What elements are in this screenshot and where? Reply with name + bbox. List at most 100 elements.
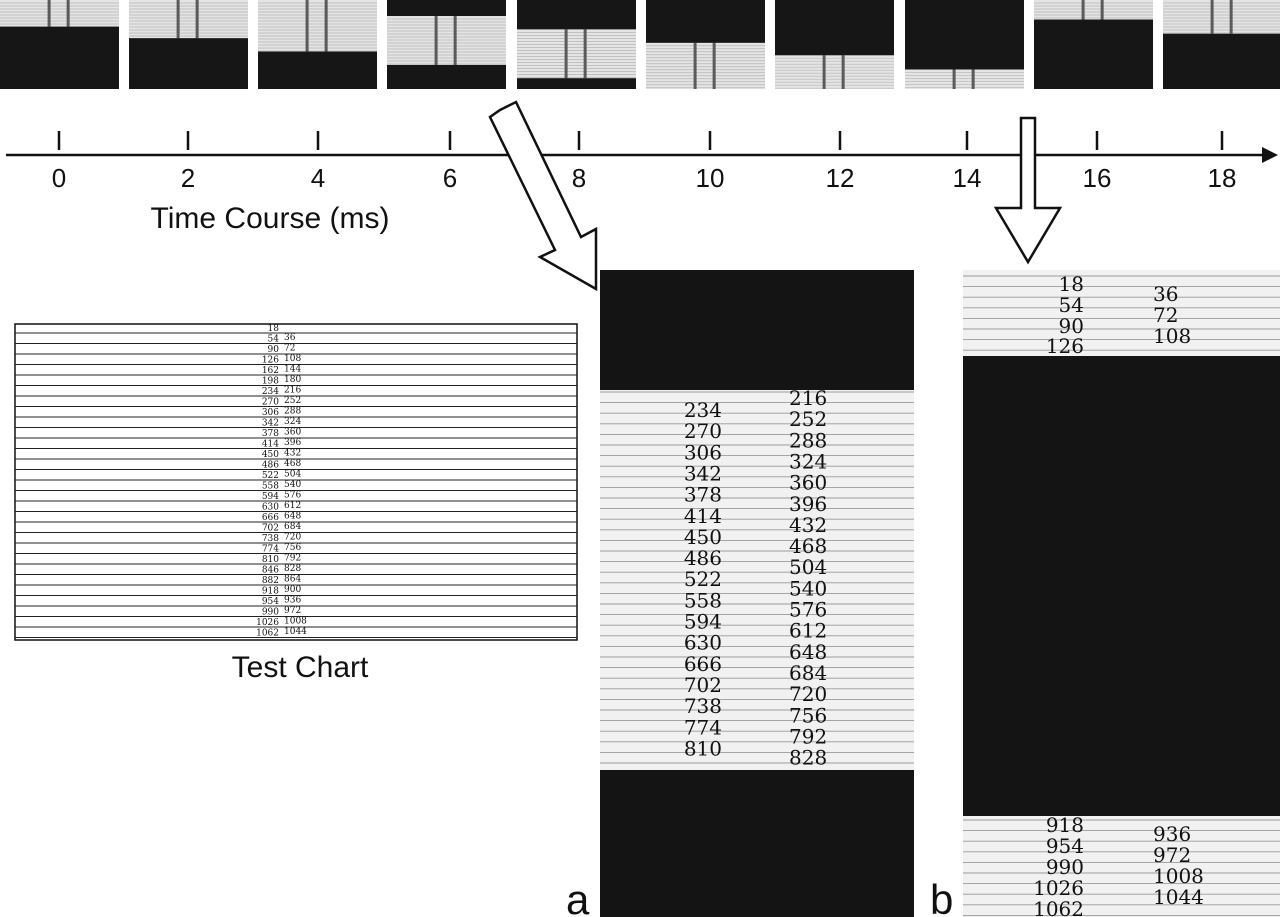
frame-18ms	[1163, 0, 1280, 89]
panel-a-left-number: 234	[684, 398, 722, 422]
frame-black-band	[1034, 19, 1153, 82]
frame-number-column	[305, 0, 309, 52]
test-chart-right-number: 540	[284, 480, 301, 490]
timeline-tick-label: 2	[181, 163, 195, 193]
panel-a-right-number: 252	[789, 407, 827, 431]
test-chart: 1854901261621982342703063423784144504865…	[14, 323, 578, 684]
frame-number-column	[822, 55, 826, 89]
test-chart-left-number: 18	[268, 324, 280, 334]
panel-a-left-number: 702	[684, 673, 722, 697]
panel-a-right-number: 756	[789, 703, 827, 727]
panel-a-right-number: 792	[789, 724, 827, 748]
frame-white-region	[0, 0, 119, 27]
test-chart-right-number: 612	[284, 501, 301, 511]
frame-number-column	[176, 0, 180, 39]
test-chart-left-number: 918	[262, 587, 279, 597]
timeline-tick-label: 12	[826, 163, 855, 193]
test-chart-right-number: 576	[284, 491, 301, 501]
test-chart-left-number: 450	[262, 450, 279, 460]
panel-a-label: a	[566, 876, 590, 917]
panel-b-lines	[963, 275, 1280, 916]
frame-number-column	[324, 0, 328, 52]
frame-number-column	[952, 69, 956, 89]
test-chart-right-number: 468	[284, 459, 301, 469]
test-chart-numbers: 1854901261621982342703063423784144504865…	[256, 324, 307, 639]
panel-b-top-left-number: 18	[1059, 272, 1084, 296]
test-chart-left-number: 342	[262, 419, 279, 429]
frame-number-column	[1081, 0, 1085, 20]
timeline-arrowhead	[1262, 147, 1278, 163]
panel-a-right-number: 648	[789, 640, 827, 664]
test-chart-left-number: 846	[262, 566, 279, 576]
test-chart-left-number: 270	[262, 398, 279, 408]
test-chart-left-number: 1026	[256, 618, 279, 628]
panel-a-right-number: 396	[789, 492, 827, 516]
test-chart-right-number: 900	[284, 585, 301, 595]
test-chart-left-number: 774	[262, 545, 279, 555]
panel-a-right-number: 324	[789, 449, 827, 473]
frame-white-region	[129, 0, 248, 39]
frame-strip	[0, 0, 1280, 89]
frame-number-column	[195, 0, 199, 39]
timeline-tick-label: 0	[52, 163, 66, 193]
test-chart-left-number: 630	[262, 503, 279, 513]
panel-b-top-left-number: 54	[1059, 293, 1084, 317]
frame-black-band	[646, 0, 765, 43]
panel-a-right-number: 360	[789, 471, 827, 495]
panel-a-left-number: 810	[684, 736, 722, 760]
test-chart-right-number: 936	[284, 596, 301, 606]
panel-a-left-number: 594	[684, 610, 722, 634]
panel-b-bottom-right-number: 972	[1153, 843, 1191, 867]
test-chart-right-number: 360	[284, 428, 301, 438]
test-chart-right-number: 792	[284, 554, 301, 564]
frame-number-column	[47, 0, 51, 27]
panel-a-left-number: 522	[684, 567, 722, 591]
frame-black-band	[0, 26, 119, 89]
panel-a-right-number: 432	[789, 513, 827, 537]
test-chart-title: Test Chart	[232, 651, 369, 684]
panel-b-bottom-left-number: 990	[1046, 855, 1084, 879]
frame-number-column	[434, 16, 438, 65]
test-chart-right-number: 648	[284, 512, 301, 522]
timeline-tick-label: 14	[953, 163, 982, 193]
timeline-tick-label: 4	[311, 163, 325, 193]
panel-a-left-number: 630	[684, 631, 722, 655]
panel-b-top-right-number: 108	[1153, 324, 1191, 348]
test-chart-left-number: 738	[262, 534, 279, 544]
frame-white-region	[258, 0, 377, 52]
frame-black-band	[905, 7, 1024, 70]
panel-a-top-black-band	[600, 270, 914, 390]
panel-a-left-number: 558	[684, 588, 722, 612]
frame-14ms	[905, 0, 1024, 89]
test-chart-right-number: 972	[284, 606, 301, 616]
panel-a-right-number: 828	[789, 746, 827, 770]
panel-a-left-number: 738	[684, 694, 722, 718]
frame-number-column	[66, 0, 70, 27]
test-chart-left-number: 162	[262, 366, 279, 376]
timeline-tick-label: 16	[1083, 163, 1112, 193]
frame-number-column	[1229, 0, 1233, 34]
frame-number-column	[841, 55, 845, 89]
zoom-arrow-a	[488, 100, 598, 292]
panel-b-bottom-left-number: 954	[1046, 834, 1084, 858]
panel-b-bottom-left-number: 918	[1046, 813, 1084, 837]
panel-b-bottom-left-number: 1062	[1033, 897, 1084, 917]
panel-b-top-right-number: 36	[1153, 282, 1178, 306]
panel-b-label: b	[930, 876, 953, 917]
test-chart-right-number: 72	[284, 344, 295, 354]
test-chart-right-number: 216	[284, 386, 301, 396]
frame-number-column	[1210, 0, 1214, 34]
test-chart-left-number: 198	[262, 377, 279, 387]
frame-number-column	[971, 69, 975, 89]
test-chart-left-number: 594	[262, 492, 279, 502]
test-chart-left-number: 234	[262, 387, 279, 397]
test-chart-left-number: 1062	[256, 629, 279, 639]
test-chart-right-number: 324	[284, 417, 301, 427]
frame-12ms	[775, 0, 894, 89]
panel-b-top-left-number: 90	[1059, 314, 1084, 338]
panel-a-numbers: 2342703063423784144504865225585946306667…	[684, 386, 827, 770]
test-chart-left-number: 558	[262, 482, 279, 492]
test-chart-left-number: 666	[262, 513, 279, 523]
